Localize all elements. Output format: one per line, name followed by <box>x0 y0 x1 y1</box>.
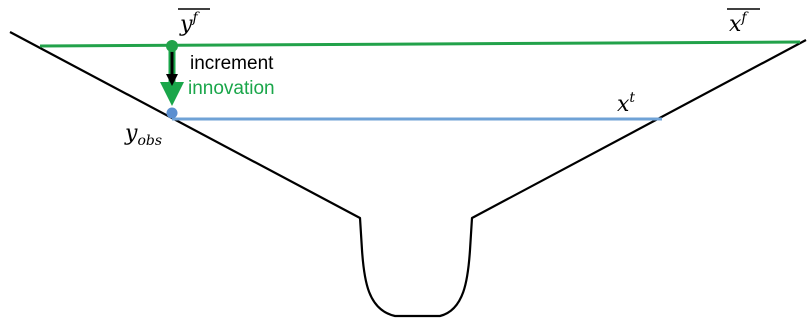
y-forecast-base: y <box>179 12 193 37</box>
y-forecast-sup: f <box>191 10 200 26</box>
x-forecast-mean-label: xf <box>729 10 749 37</box>
x-forecast-sup: f <box>740 10 749 26</box>
channel-outline <box>9 31 807 318</box>
y-obs-label: yobs <box>124 121 162 149</box>
observation-point <box>166 107 178 119</box>
y-forecast-mean-label: yf <box>179 10 200 37</box>
forecast-point <box>166 40 178 52</box>
increment-arrow <box>166 50 178 86</box>
x-true-sup: t <box>629 90 635 106</box>
forecast-mean-line <box>39 40 801 48</box>
x-forecast-base: x <box>729 12 742 37</box>
x-true-label: xt <box>617 90 635 117</box>
x-true-base: x <box>617 92 630 117</box>
y-obs-base: y <box>124 121 138 146</box>
increment-label: increment <box>190 53 274 74</box>
innovation-label: innovation <box>188 78 275 99</box>
y-obs-sub: obs <box>137 133 162 149</box>
